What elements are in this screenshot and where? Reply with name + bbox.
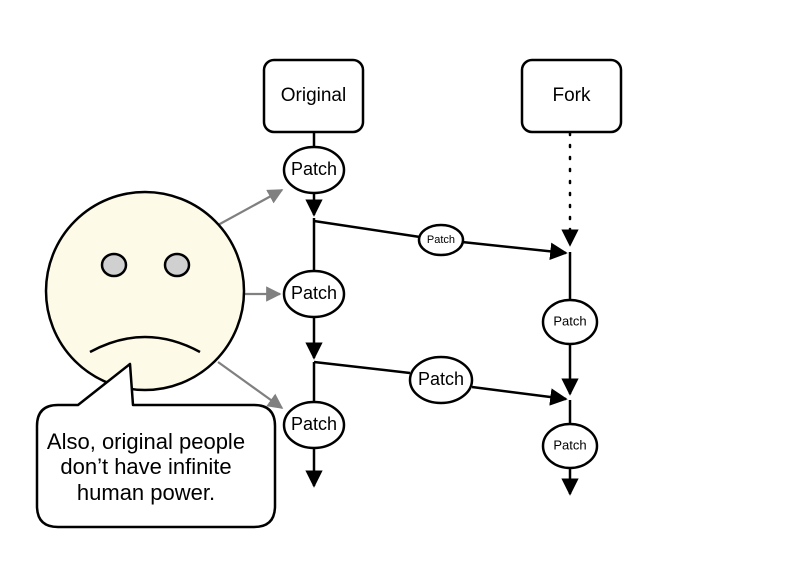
face-arrows: [217, 189, 284, 409]
patch-label: Patch: [291, 283, 337, 303]
patch-node-original-1: Patch: [282, 145, 346, 195]
sad-face-icon: [44, 190, 246, 392]
patch-node-merge-1: Patch: [417, 223, 465, 257]
frown-mouth: [89, 335, 201, 354]
merge-arrows: [313, 219, 568, 406]
patch-node-original-2: Patch: [282, 269, 346, 319]
original-label: Original: [281, 85, 346, 106]
right-eye: [163, 252, 191, 278]
left-eye: [100, 252, 128, 278]
fork-label: Fork: [553, 85, 592, 106]
original-box: Original: [262, 58, 365, 134]
patch-label: Patch: [291, 414, 337, 434]
patch-label: Patch: [427, 234, 455, 246]
fork-box: Fork: [520, 58, 623, 134]
patch-node-fork-2: Patch: [541, 422, 599, 470]
speech-line-2: don’t have infinite: [60, 454, 231, 479]
patch-node-original-3: Patch: [282, 400, 346, 450]
patch-node-fork-1: Patch: [541, 298, 599, 346]
speech-line-1: Also, original people: [47, 429, 245, 454]
speech-bubble: Also, original people don’t have infinit…: [35, 362, 277, 529]
patch-node-merge-2: Patch: [408, 355, 474, 405]
patch-label: Patch: [553, 313, 586, 328]
patch-label: Patch: [553, 437, 586, 452]
patch-label: Patch: [418, 369, 464, 389]
patch-label: Patch: [291, 159, 337, 179]
speech-line-3: human power.: [77, 480, 215, 505]
